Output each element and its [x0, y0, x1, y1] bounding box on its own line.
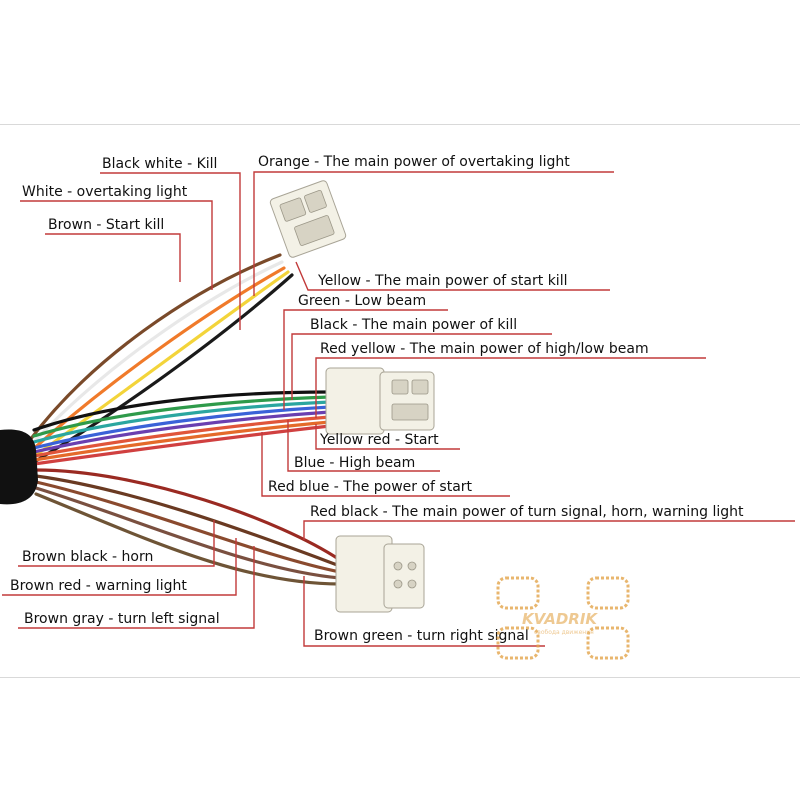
label-white: White - overtaking light [22, 184, 188, 200]
label-brown-red: Brown red - warning light [10, 578, 187, 594]
tire-icon [496, 626, 540, 660]
label-black-white: Black white - Kill [102, 156, 217, 172]
wire-green [32, 395, 332, 438]
wire-brown-green [34, 492, 342, 586]
wire-brown-gray [34, 486, 342, 580]
connector-top [269, 180, 347, 258]
label-blue: Blue - High beam [294, 455, 415, 471]
label-orange: Orange - The main power of overtaking li… [258, 154, 570, 170]
wire-brown-red [34, 480, 342, 574]
wire-brown-black [34, 474, 342, 568]
tire-icon [586, 626, 630, 660]
label-red-black: Red black - The main power of turn signa… [310, 504, 744, 520]
wire-black [32, 390, 332, 432]
wire-blue [32, 405, 332, 450]
connector-middle [325, 367, 435, 435]
label-red-yellow: Red yellow - The main power of high/low … [320, 341, 649, 357]
label-green: Green - Low beam [298, 293, 426, 309]
wire-teal [32, 400, 332, 444]
tire-icon [496, 576, 540, 610]
wire-white [28, 260, 284, 448]
label-brown-gray: Brown gray - turn left signal [24, 611, 220, 627]
harness-sheath [0, 429, 38, 505]
label-red-blue: Red blue - The power of start [268, 479, 473, 495]
labels: Black white - Kill Orange - The main pow… [10, 154, 744, 644]
wire-red-blue [32, 424, 332, 466]
diagram-frame [0, 124, 800, 678]
wire-purple [32, 410, 332, 454]
watermark-tagline: свобода движения [534, 629, 594, 636]
wires [28, 253, 342, 586]
watermark-logo: KVADRIK свобода движения [496, 576, 630, 660]
label-brown: Brown - Start kill [48, 217, 164, 233]
wire-yellow-red [32, 420, 332, 462]
wire-brown [28, 253, 282, 442]
label-yellow: Yellow - The main power of start kill [317, 273, 567, 289]
wire-red-yellow [32, 415, 332, 458]
connector-bottom [335, 535, 425, 613]
label-yellow-red: Yellow red - Start [319, 432, 439, 448]
wire-red-black [34, 468, 342, 562]
label-black: Black - The main power of kill [310, 317, 517, 333]
tire-icon [586, 576, 630, 610]
leader-lines [2, 171, 795, 647]
label-brown-black: Brown black - horn [22, 549, 153, 565]
label-brown-green: Brown green - turn right signal [314, 628, 529, 644]
watermark-brand: KVADRIK [522, 610, 598, 628]
